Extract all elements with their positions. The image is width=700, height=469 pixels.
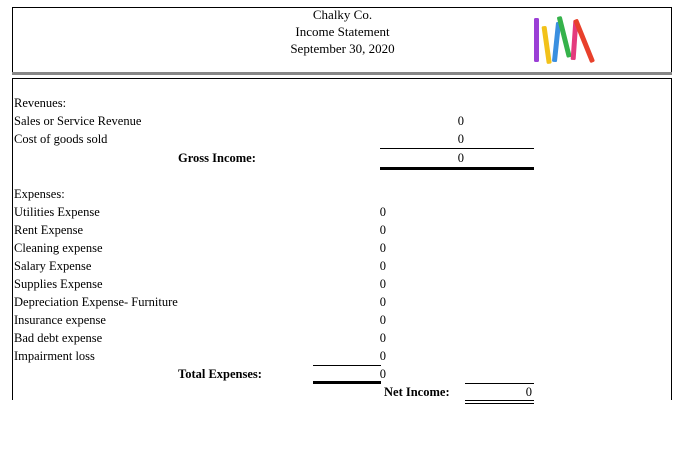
expense-label: Depreciation Expense- Furniture	[14, 295, 178, 309]
statement-date: September 30, 2020	[290, 41, 395, 56]
chalk-logo-icon	[534, 16, 595, 64]
net-income-line: Net Income: 0	[14, 383, 544, 401]
revenue-value: 0	[457, 114, 464, 128]
expense-line: Insurance expense 0	[14, 311, 394, 329]
expense-label: Salary Expense	[14, 259, 92, 273]
expense-line: Supplies Expense 0	[14, 275, 394, 293]
expense-label: Utilities Expense	[14, 205, 100, 219]
expense-value: 0	[379, 205, 386, 219]
expense-value: 0	[379, 277, 386, 291]
expense-line: Bad debt expense 0	[14, 329, 394, 347]
total-expenses-value: 0	[379, 367, 386, 381]
expense-value: 0	[379, 331, 386, 345]
header-left-border	[12, 7, 13, 75]
revenue-value: 0	[457, 132, 464, 146]
gross-income-label: Gross Income:	[178, 151, 256, 165]
expense-label: Supplies Expense	[14, 277, 103, 291]
total-expenses-line: Total Expenses: 0	[14, 365, 394, 383]
gross-income-bottom-rule	[380, 167, 534, 170]
statement-title: Income Statement	[295, 24, 390, 39]
expense-label: Impairment loss	[14, 349, 95, 363]
header-bottom-border	[12, 72, 672, 75]
net-income-label: Net Income:	[384, 385, 450, 399]
total-expenses-bottom-rule	[313, 381, 381, 384]
expense-label: Insurance expense	[14, 313, 106, 327]
expense-line: Impairment loss 0	[14, 347, 394, 365]
expense-line: Depreciation Expense- Furniture 0	[14, 293, 394, 311]
net-income-double-rule-1	[465, 400, 534, 401]
header-right-border	[671, 7, 672, 75]
expense-line: Cleaning expense 0	[14, 239, 394, 257]
expense-value: 0	[379, 223, 386, 237]
expense-value: 0	[379, 295, 386, 309]
body-left-border	[12, 78, 13, 400]
revenue-label: Cost of goods sold	[14, 132, 108, 146]
expense-value: 0	[379, 241, 386, 255]
net-income-top-rule	[465, 383, 534, 384]
revenue-line-cogs: Cost of goods sold 0	[14, 130, 474, 148]
gross-income-value: 0	[457, 151, 464, 165]
net-income-double-rule-2	[465, 403, 534, 404]
expense-line: Rent Expense 0	[14, 221, 394, 239]
total-expenses-label: Total Expenses:	[178, 367, 262, 381]
total-expenses-top-rule	[313, 365, 381, 366]
revenue-line-sales: Sales or Service Revenue 0	[14, 112, 474, 130]
body-right-border	[671, 78, 672, 400]
revenue-label: Sales or Service Revenue	[14, 114, 142, 128]
expense-value: 0	[379, 259, 386, 273]
expense-label: Rent Expense	[14, 223, 84, 237]
expense-line: Utilities Expense 0	[14, 203, 394, 221]
header-top-border	[12, 7, 672, 8]
expense-value: 0	[379, 313, 386, 327]
expense-value: 0	[379, 349, 386, 363]
net-income-value: 0	[525, 385, 532, 399]
company-name: Chalky Co.	[312, 7, 373, 22]
gross-income-line: Gross Income: 0	[14, 149, 474, 167]
expense-label: Bad debt expense	[14, 331, 103, 345]
expense-label: Cleaning expense	[14, 241, 103, 255]
body-top-border	[12, 78, 672, 79]
gross-income-top-rule	[380, 148, 534, 149]
expense-line: Salary Expense 0	[14, 257, 394, 275]
